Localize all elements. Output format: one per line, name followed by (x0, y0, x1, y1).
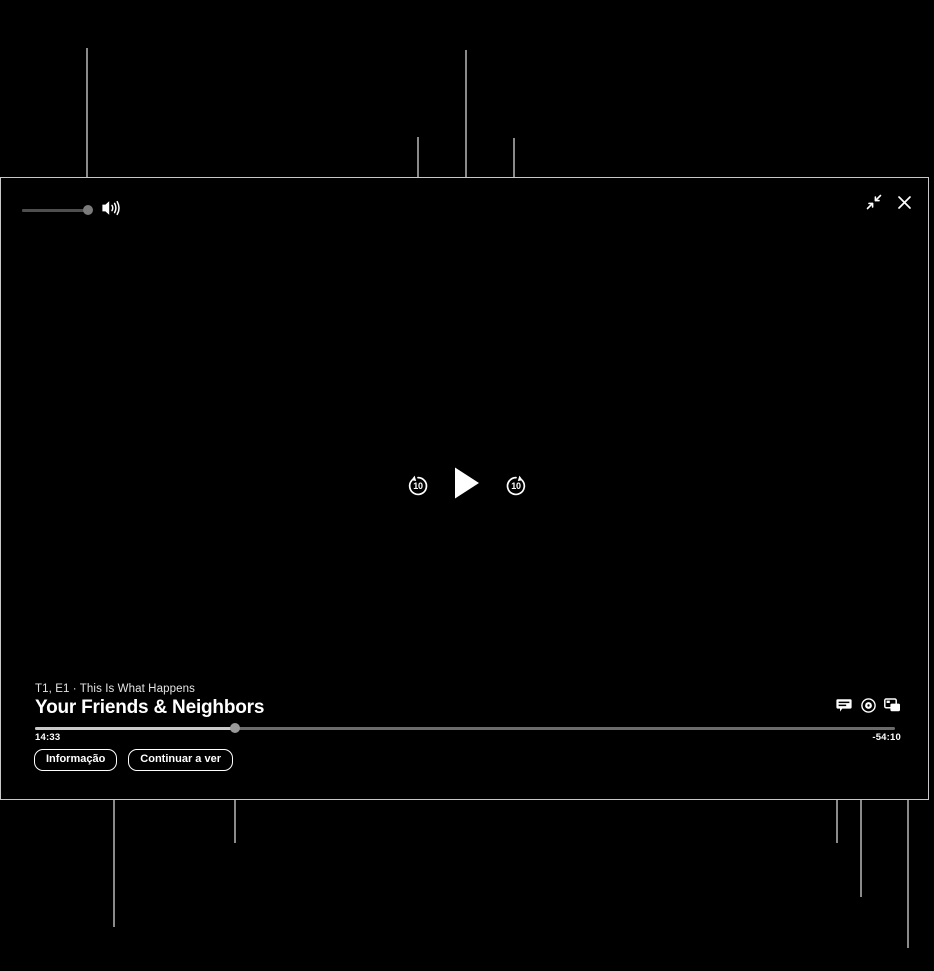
page-title: Your Friends & Neighbors (35, 697, 265, 718)
speaker-waves-icon[interactable] (101, 200, 123, 221)
exit-fullscreen-icon[interactable] (864, 192, 884, 212)
volume-handle[interactable] (83, 205, 93, 215)
progress-played (35, 726, 235, 730)
player-option-icons (835, 696, 901, 714)
play-button[interactable] (453, 466, 481, 505)
remaining-time: -54:10 (872, 732, 901, 743)
play-icon (453, 466, 481, 505)
volume-slider-fill (22, 208, 90, 212)
progress-track (35, 726, 895, 730)
skip-forward-seconds: 10 (511, 481, 521, 491)
close-icon[interactable] (894, 192, 914, 212)
callout-line-info (113, 760, 115, 927)
info-button[interactable]: Informação (34, 749, 118, 771)
skip-back-button[interactable]: 10 (405, 473, 431, 499)
action-buttons: Informação Continuar a ver (34, 749, 233, 771)
callout-line-audio (860, 712, 862, 897)
skip-forward-10-icon: 10 (503, 473, 529, 499)
skip-back-10-icon: 10 (405, 473, 431, 499)
skip-back-seconds: 10 (413, 481, 423, 491)
callout-line-volume (86, 48, 88, 209)
subtitles-icon[interactable] (835, 696, 853, 714)
audio-settings-icon[interactable] (859, 696, 877, 714)
elapsed-time: 14:33 (35, 732, 61, 743)
now-playing-metadata: T1, E1 · This Is What Happens Your Frien… (35, 683, 264, 719)
callout-line-pip (907, 704, 909, 948)
volume-slider[interactable] (22, 205, 93, 215)
transport-controls: 10 10 (0, 466, 934, 505)
episode-subtitle: T1, E1 · This Is What Happens (35, 683, 195, 695)
progress-slider[interactable] (35, 723, 895, 733)
skip-forward-button[interactable]: 10 (503, 473, 529, 499)
window-controls (864, 192, 914, 212)
scrub-handle[interactable] (230, 723, 240, 733)
picture-in-picture-icon[interactable] (883, 696, 901, 714)
continue-watching-button[interactable]: Continuar a ver (128, 749, 233, 771)
volume-control[interactable] (22, 200, 123, 220)
